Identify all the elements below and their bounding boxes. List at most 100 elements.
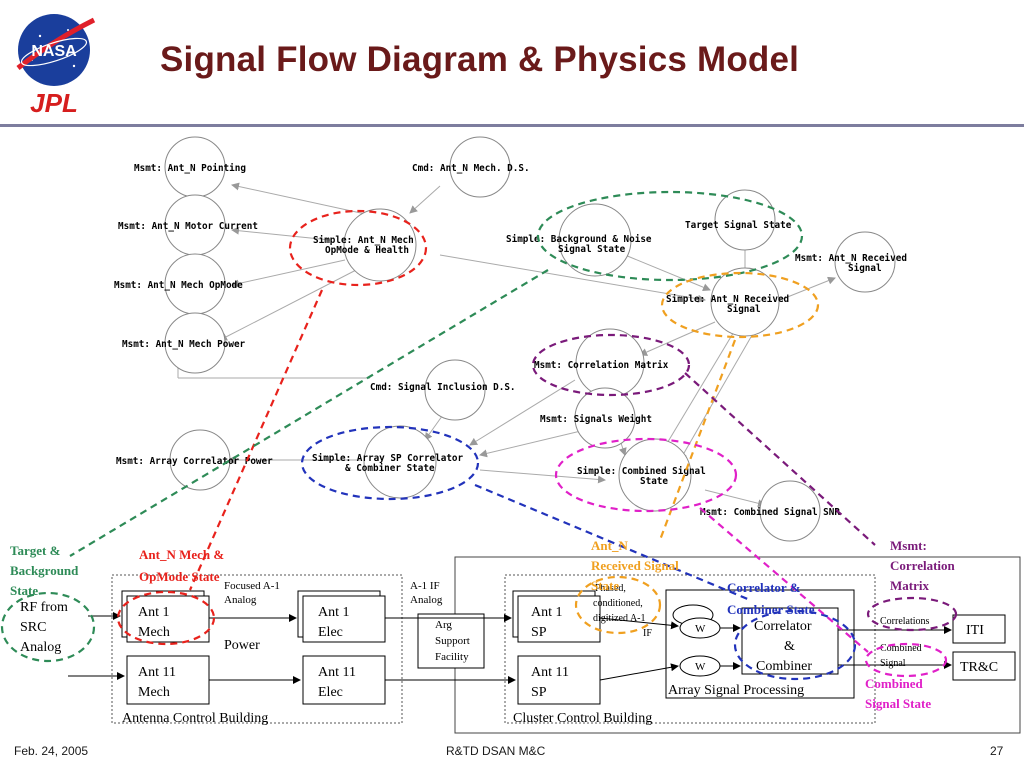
ann-target-line2: Background bbox=[10, 563, 79, 578]
a1if-line1: A-1 IF bbox=[410, 580, 440, 592]
phased-line2: conditioned, bbox=[593, 598, 643, 609]
jpl-text: JPL bbox=[30, 88, 78, 116]
header-divider bbox=[0, 124, 1024, 127]
red-highlight-mech bbox=[288, 209, 428, 287]
node-cmd-mech-ds: Cmd: Ant_N Mech. D.S. bbox=[412, 163, 530, 174]
phased-line3: digitized A-1 bbox=[593, 613, 646, 624]
rf-src-line3: Analog bbox=[20, 640, 61, 655]
ant11-mech-line2: Mech bbox=[138, 685, 170, 700]
ann-comb-line2: Signal State bbox=[865, 696, 931, 711]
correlator-line3: Combiner bbox=[756, 659, 812, 674]
blue-connector bbox=[474, 483, 751, 602]
ann-mech-line1: Ant_N Mech & bbox=[139, 547, 224, 562]
orange-highlight-recv bbox=[660, 271, 820, 339]
antenna-control-building bbox=[111, 574, 403, 724]
footer-date: Feb. 24, 2005 bbox=[14, 744, 89, 758]
ant11-elec-box bbox=[302, 655, 386, 705]
page-title: Signal Flow Diagram & Physics Model bbox=[160, 40, 800, 79]
node-labels: Msmt: Ant_N Pointing Cmd: Ant_N Mech. D.… bbox=[114, 163, 907, 518]
ant11-elec-line1: Ant 11 bbox=[318, 665, 356, 680]
trc-label: TR&C bbox=[960, 660, 998, 675]
ann-corr-line1: Correlator & bbox=[727, 580, 801, 595]
graph-nodes bbox=[164, 136, 896, 542]
ann-target-line3: State bbox=[10, 583, 38, 598]
ann-mech-line2: OpMode State bbox=[139, 569, 220, 584]
arg-line1: Arg bbox=[435, 619, 452, 631]
ant1-sp-line1: Ant 1 bbox=[531, 605, 563, 620]
ann-corr-line2: Combiner State bbox=[727, 602, 815, 617]
ant1-sp-line2: SP bbox=[531, 625, 547, 640]
ann-msmt-corr-line2: Correlation bbox=[890, 558, 956, 573]
node-msmt-mech-opmode: Msmt: Ant_N Mech OpMode bbox=[114, 280, 243, 291]
ann-msmt-corr-line3: Matrix bbox=[890, 578, 929, 593]
ant11-mech-line1: Ant 11 bbox=[138, 665, 176, 680]
nasa-text: NASA bbox=[31, 43, 77, 60]
green-highlight-rf-src bbox=[0, 591, 96, 663]
orange-highlight-phased bbox=[574, 575, 662, 635]
iti-label: ITI bbox=[966, 623, 984, 638]
purple-highlight-corr-matrix bbox=[531, 333, 691, 397]
magenta-highlight-comb bbox=[554, 437, 738, 513]
ann-recv-line3: State bbox=[591, 578, 619, 593]
ant1-mech-line1: Ant 1 bbox=[138, 605, 170, 620]
trc-box bbox=[952, 651, 1016, 681]
block-diagram bbox=[68, 556, 1021, 734]
phased-line1: Phased, bbox=[595, 583, 626, 594]
green-connector bbox=[69, 269, 549, 557]
combined-line1: Combined bbox=[880, 643, 922, 654]
node-simple-recv-line1: Simple: Ant_N Received bbox=[666, 294, 789, 305]
block-labels: RF from SRC Analog Focused A-1 Analog An… bbox=[20, 580, 998, 726]
array-sp-label: Array Signal Processing bbox=[668, 683, 804, 698]
node-msmt-mech-power: Msmt: Ant_N Mech Power bbox=[122, 339, 246, 350]
node-msmt-recv-line2: Signal bbox=[848, 263, 882, 274]
purple-highlight-correlations bbox=[866, 596, 958, 632]
node-simple-bg-line2: Signal State bbox=[558, 244, 626, 255]
iti-box bbox=[952, 614, 1006, 644]
ant11-sp-line2: SP bbox=[531, 685, 547, 700]
node-msmt-corr-matrix: Msmt: Correlation Matrix bbox=[534, 360, 669, 371]
node-simple-array-line1: Simple: Array SP Correlator bbox=[312, 453, 464, 464]
node-simple-mech-line1: Simple: Ant_N Mech bbox=[313, 235, 414, 246]
node-msmt-recv-line1: Msmt: Ant_N Received bbox=[795, 253, 907, 264]
node-msmt-pointing: Msmt: Ant_N Pointing bbox=[134, 163, 246, 174]
node-simple-bg-line1: Simple: Background & Noise bbox=[506, 234, 652, 245]
ant1-mech-line2: Mech bbox=[138, 625, 170, 640]
node-msmt-motor-current: Msmt: Ant_N Motor Current bbox=[118, 221, 258, 232]
correlator-box bbox=[741, 607, 839, 675]
arg-support-box bbox=[417, 613, 485, 669]
annotation-labels: Target & Background State Ant_N Mech & O… bbox=[10, 538, 956, 711]
ann-recv-line1: Ant_N bbox=[591, 538, 628, 553]
ann-msmt-corr-line1: Msmt: bbox=[890, 538, 927, 553]
ann-recv-line2: Received Signal bbox=[591, 558, 679, 573]
blue-highlight-correlator bbox=[733, 609, 857, 681]
footer-center: R&TD DSAN M&C bbox=[446, 744, 546, 758]
node-simple-comb-line1: Simple: Combined Signal bbox=[577, 466, 706, 477]
magenta-connector bbox=[699, 507, 869, 653]
power-label: Power bbox=[224, 638, 260, 653]
ant11-elec-line2: Elec bbox=[318, 685, 343, 700]
arg-line2: Support bbox=[435, 635, 470, 647]
w-bottom-label: W bbox=[695, 661, 706, 673]
ann-target-line1: Target & bbox=[10, 543, 61, 558]
node-target-signal-state: Target Signal State bbox=[685, 220, 792, 231]
ant1-mech-box bbox=[126, 595, 210, 643]
node-simple-array-line2: & Combiner State bbox=[345, 463, 435, 474]
correlator-line1: Correlator bbox=[754, 619, 812, 634]
nasa-jpl-logo: NASA JPL bbox=[16, 14, 96, 116]
node-simple-comb-line2: State bbox=[640, 476, 668, 487]
ant1-elec-line2: Elec bbox=[318, 625, 343, 640]
ant1-elec-line1: Ant 1 bbox=[318, 605, 350, 620]
red-highlight-ant1-mech bbox=[116, 590, 216, 646]
focused-line2: Analog bbox=[224, 594, 257, 606]
ant11-sp-line1: Ant 11 bbox=[531, 665, 569, 680]
node-msmt-combined-snr: Msmt: Combined Signal SNR bbox=[700, 507, 840, 518]
array-signal-processing-box bbox=[665, 589, 855, 699]
correlator-line2: & bbox=[784, 639, 795, 654]
blue-highlight-array bbox=[300, 425, 480, 501]
focused-line1: Focused A-1 bbox=[224, 580, 280, 592]
rf-src-line1: RF from bbox=[20, 600, 68, 615]
highlight-overlays bbox=[0, 190, 958, 681]
node-simple-recv-line2: Signal bbox=[727, 304, 761, 315]
green-highlight-bg-target bbox=[536, 190, 804, 282]
